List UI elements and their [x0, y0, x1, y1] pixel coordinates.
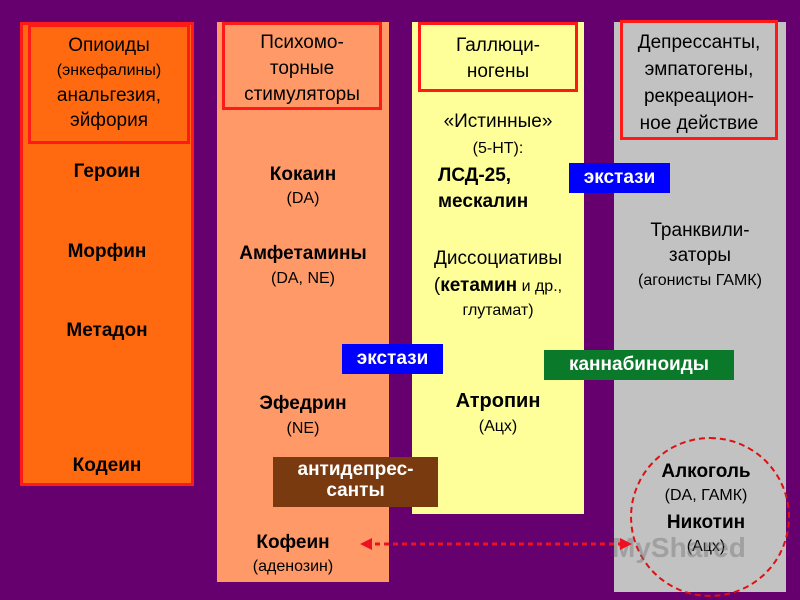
drug-ketamine: кетамин	[440, 275, 518, 296]
tag-ecstasy-mid: экстази	[342, 344, 443, 374]
dissociatives-glutamate: глутамат)	[462, 302, 534, 319]
tranquilizers-note: (агонисты ГАМК)	[638, 272, 762, 289]
true-hallucinogens-label: «Истинные»	[443, 111, 553, 132]
dissociatives-title: Диссоциативы	[434, 248, 562, 269]
header-line: торные	[269, 58, 335, 79]
drug-atropine: Атропин	[455, 390, 541, 412]
watermark: MyShared	[612, 532, 746, 563]
header-line: эйфория	[70, 110, 148, 131]
drug-ephedrine-note: (NE)	[286, 420, 320, 437]
tag-antidepressants-line2: санты	[326, 480, 385, 501]
dissociatives-open: (	[433, 275, 441, 296]
drug-heroin: Героин	[73, 161, 141, 182]
drug-caffeine-note: (аденозин)	[252, 558, 334, 575]
drug-methadone: Метадон	[66, 320, 148, 341]
header-line: анальгезия,	[56, 85, 162, 106]
dissociatives-line: (кетамин и др.,	[412, 275, 584, 297]
drug-amphetamines-note: (DA, NE)	[271, 270, 335, 287]
drug-atropine-note: (Ацх)	[478, 418, 518, 435]
header-line: Психомо-	[260, 32, 344, 53]
drug-codeine: Кодеин	[72, 455, 142, 476]
header-line: Опиоиды	[68, 35, 150, 56]
hallucinogens-column	[412, 22, 584, 514]
tranquilizers-line2: заторы	[668, 245, 732, 266]
tranquilizers-line1: Транквили-	[650, 220, 750, 241]
drug-cocaine-note: (DA)	[286, 190, 320, 207]
dashed-circle	[630, 437, 790, 597]
drug-amphetamines: Амфетамины	[239, 243, 367, 264]
hallucinogens-header: Галлюци- ногены	[418, 22, 578, 92]
header-line: ногены	[466, 61, 530, 82]
drug-cocaine: Кокаин	[269, 164, 337, 185]
drug-morphine: Морфин	[67, 241, 147, 262]
drug-ephedrine: Эфедрин	[259, 393, 347, 414]
stimulants-header: Психомо- торные стимуляторы	[222, 22, 382, 110]
drug-lsd: ЛСД-25,	[438, 165, 512, 186]
header-line: Депрессанты,	[637, 32, 761, 53]
tag-antidepressants: антидепрес- санты	[273, 457, 438, 507]
header-line: ное действие	[639, 113, 759, 134]
header-line: эмпатогены,	[644, 59, 754, 80]
tag-cannabinoids: каннабиноиды	[544, 350, 734, 380]
header-line: Галлюци-	[455, 35, 541, 56]
header-line: (энкефалины)	[56, 62, 162, 79]
tag-antidepressants-line1: антидепрес-	[297, 459, 414, 480]
tag-ecstasy-top: экстази	[569, 163, 670, 193]
depressants-header: Депрессанты, эмпатогены, рекреацион- ное…	[620, 20, 778, 140]
header-line: стимуляторы	[244, 84, 360, 105]
true-hallucinogens-note: (5-HT):	[472, 140, 524, 157]
opioids-column	[20, 22, 194, 486]
opioids-header: Опиоиды (энкефалины) анальгезия, эйфория	[28, 24, 190, 144]
drug-caffeine: Кофеин	[256, 532, 330, 553]
dissociatives-rest: и др.,	[517, 278, 563, 295]
drug-mescaline: мескалин	[438, 191, 529, 212]
header-line: рекреацион-	[643, 86, 755, 107]
